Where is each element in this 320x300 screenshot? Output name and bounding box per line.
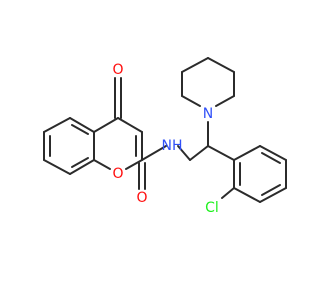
ring-oxygen-label: O — [112, 166, 123, 182]
carbonyl-oxygen-label: O — [112, 62, 123, 78]
amide-oxygen-label: O — [136, 190, 147, 206]
molecule-canvas: O O O NH N Cl — [43, 57, 287, 216]
pyranone-ring — [93, 77, 143, 170]
piperidine-ring — [181, 57, 235, 147]
piperidine-nitrogen-label: N — [203, 106, 213, 122]
amide-nh-label: NH — [162, 138, 183, 154]
molecule-structure: O O O NH N Cl — [43, 57, 287, 216]
amide-group — [138, 145, 209, 190]
chlorophenyl-ring — [207, 145, 287, 203]
chlorine-label: Cl — [205, 200, 219, 216]
chromone-benzene-ring — [43, 117, 95, 175]
